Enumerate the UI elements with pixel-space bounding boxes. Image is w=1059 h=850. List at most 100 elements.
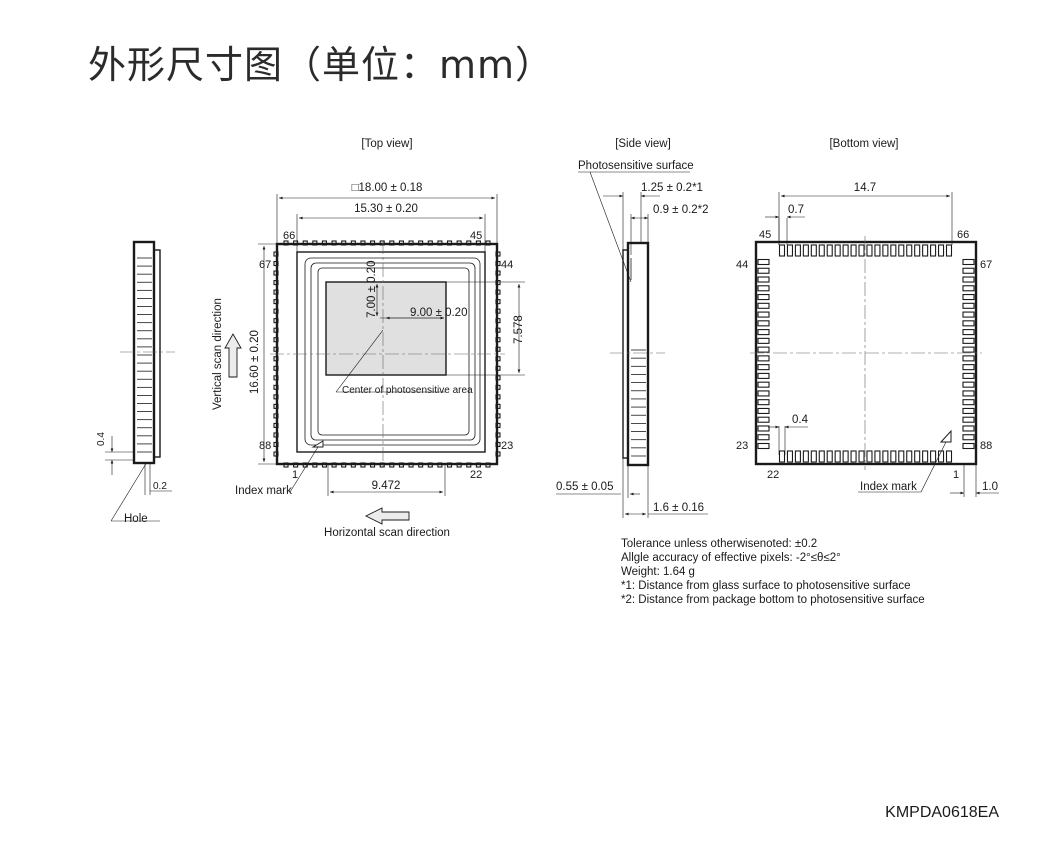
- top-pin-45: 45: [470, 230, 482, 242]
- bottom-pad: [757, 355, 770, 362]
- notes: Tolerance unless otherwisenoted: ±0.2 Al…: [621, 538, 925, 606]
- bottom-pad: [866, 244, 873, 257]
- hole-label: Hole: [124, 513, 148, 525]
- bottom-pad: [802, 450, 809, 463]
- bottom-pad: [962, 416, 975, 423]
- bottom-pad: [757, 442, 770, 450]
- bottom-pin-67: 67: [980, 259, 992, 271]
- bottom-pad: [757, 364, 770, 371]
- bottom-pad: [757, 425, 770, 432]
- bottom-pad: [757, 390, 770, 397]
- horizontal-scan-label: Horizontal scan direction: [324, 527, 450, 539]
- bottom-pad: [818, 244, 825, 257]
- top-dim-area-h: 7.00 ± 0.20: [366, 261, 378, 318]
- bottom-pad: [882, 450, 889, 463]
- bottom-pad: [922, 450, 929, 463]
- bottom-pad: [757, 320, 770, 327]
- bottom-pad: [906, 450, 913, 463]
- bottom-pad: [757, 399, 770, 406]
- bottom-pad: [962, 302, 975, 309]
- bottom-pad: [850, 450, 857, 463]
- horizontal-scan-arrow: [364, 507, 410, 525]
- bottom-pad: [922, 244, 929, 257]
- vertical-scan-arrow: [224, 333, 242, 378]
- bottom-pad: [842, 244, 849, 257]
- bottom-pad: [962, 372, 975, 379]
- bottom-pad: [757, 276, 770, 283]
- bottom-pad: [962, 434, 975, 441]
- left-side-profile: 0.4 0.2 Hole: [96, 240, 175, 525]
- bottom-pin-66: 66: [957, 229, 969, 241]
- photosensitive-surface-label: Photosensitive surface: [578, 160, 694, 172]
- bottom-pad: [937, 244, 945, 257]
- top-view: [Top view] □18.00 ± 0.18 15.30 ± 0.20 16…: [212, 138, 525, 539]
- note-tolerance: Tolerance unless otherwisenoted: ±0.2: [621, 538, 817, 550]
- bottom-pad: [757, 267, 770, 274]
- bottom-pad: [962, 258, 975, 266]
- bottom-pad: [850, 244, 857, 257]
- top-pin-23: 23: [501, 440, 513, 452]
- bottom-pad: [962, 390, 975, 397]
- bottom-pad: [962, 346, 975, 353]
- bottom-pad: [757, 372, 770, 379]
- top-pin-44: 44: [501, 259, 513, 271]
- bottom-pad: [898, 450, 905, 463]
- left-dim-04: 0.4: [96, 432, 107, 446]
- bottom-pad: [945, 450, 953, 463]
- bottom-pad: [757, 416, 770, 423]
- bottom-dim-07: 0.7: [788, 204, 804, 216]
- side-view-label: [Side view]: [615, 138, 671, 150]
- bottom-pad: [914, 244, 921, 257]
- side-dim-125: 1.25 ± 0.2*1: [641, 182, 703, 194]
- left-dim-02: 0.2: [153, 481, 167, 492]
- bottom-pad: [757, 346, 770, 353]
- bottom-pad: [757, 258, 770, 266]
- bottom-pad: [962, 329, 975, 336]
- bottom-dim-04: 0.4: [792, 414, 809, 426]
- bottom-pin-1: 1: [953, 469, 959, 481]
- bottom-pad: [794, 450, 801, 463]
- center-label: Center of photosensitive area: [342, 385, 473, 396]
- bottom-pad: [778, 244, 786, 257]
- bottom-dim-10: 1.0: [982, 481, 998, 493]
- note-footnote-1: *1: Distance from glass surface to photo…: [621, 580, 911, 592]
- bottom-pad: [818, 450, 825, 463]
- bottom-pad: [962, 311, 975, 318]
- bottom-pad: [962, 399, 975, 406]
- bottom-view-label: [Bottom view]: [829, 138, 898, 150]
- bottom-pad: [842, 450, 849, 463]
- bottom-pad: [757, 381, 770, 388]
- top-pin-66: 66: [283, 230, 295, 242]
- bottom-pad: [962, 425, 975, 432]
- document-code: KMPDA0618EA: [885, 804, 999, 821]
- bottom-pin-44: 44: [736, 259, 748, 271]
- bottom-pad: [786, 450, 794, 463]
- bottom-pad: [962, 320, 975, 327]
- bottom-pad: [778, 450, 786, 463]
- note-footnote-2: *2: Distance from package bottom to phot…: [621, 594, 925, 606]
- bottom-pad: [757, 293, 770, 301]
- top-index-mark: Index mark: [235, 485, 292, 497]
- bottom-pin-22: 22: [767, 469, 779, 481]
- bottom-pad: [794, 244, 801, 257]
- bottom-pad: [962, 381, 975, 388]
- bottom-pad: [962, 407, 975, 415]
- top-view-label: [Top view]: [361, 138, 412, 150]
- bottom-pad: [882, 244, 889, 257]
- bottom-pad: [757, 337, 770, 344]
- bottom-pad: [962, 285, 975, 292]
- top-dim-vertical: 16.60 ± 0.20: [249, 330, 261, 394]
- top-dim-bottom: 9.472: [372, 480, 401, 492]
- bottom-pad: [962, 293, 975, 301]
- note-angle: Allgle accuracy of effective pixels: -2°…: [621, 552, 841, 564]
- bottom-index-mark-icon: [939, 429, 952, 443]
- bottom-pad: [898, 244, 905, 257]
- bottom-view: [Bottom view] 14.7 0.7 0.4 Index mark 1.…: [736, 138, 999, 497]
- side-dim-09: 0.9 ± 0.2*2: [653, 204, 709, 216]
- vertical-scan-label: Vertical scan direction: [212, 298, 224, 410]
- top-dim-right: 7.578: [513, 315, 525, 344]
- page-title: 外形尺寸图（单位：mm）: [88, 43, 555, 87]
- top-pin-67: 67: [259, 259, 271, 271]
- bottom-pad: [962, 337, 975, 344]
